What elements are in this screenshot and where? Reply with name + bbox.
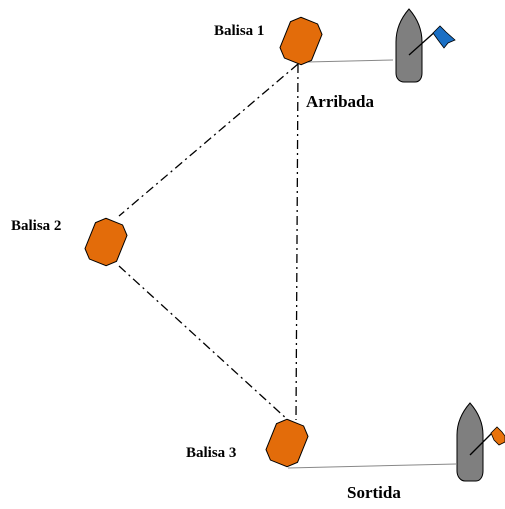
buoy-2-shape bbox=[84, 217, 128, 267]
boat-hull-finish bbox=[395, 8, 423, 83]
buoy-1 bbox=[279, 16, 323, 66]
flag-finish-icon bbox=[432, 25, 456, 49]
buoy-1-shape bbox=[279, 16, 323, 66]
buoy-2-label: Balisa 2 bbox=[11, 218, 61, 234]
committee-boat-start bbox=[456, 402, 505, 482]
buoy-3-shape bbox=[265, 418, 309, 468]
flag-start-icon bbox=[490, 426, 505, 446]
leg-balisa2-balisa3 bbox=[118, 265, 289, 421]
leg-balisa1-balisa2 bbox=[118, 63, 299, 217]
buoy-3 bbox=[265, 418, 309, 468]
finish-line-label: Arribada bbox=[306, 92, 375, 111]
boat-hull-start bbox=[456, 402, 484, 482]
flag-pole-start bbox=[469, 430, 495, 456]
leg-balisa1-balisa3 bbox=[295, 63, 299, 421]
buoy-2 bbox=[84, 217, 128, 267]
committee-boat-finish bbox=[395, 8, 456, 83]
start-line-label: Sortida bbox=[347, 483, 401, 502]
flag-pole-finish bbox=[408, 29, 438, 56]
course-legs bbox=[118, 63, 299, 421]
start-line bbox=[287, 463, 457, 469]
buoy-3-label: Balisa 3 bbox=[186, 445, 236, 461]
buoy-1-label: Balisa 1 bbox=[214, 23, 264, 39]
finish-line bbox=[306, 59, 394, 63]
